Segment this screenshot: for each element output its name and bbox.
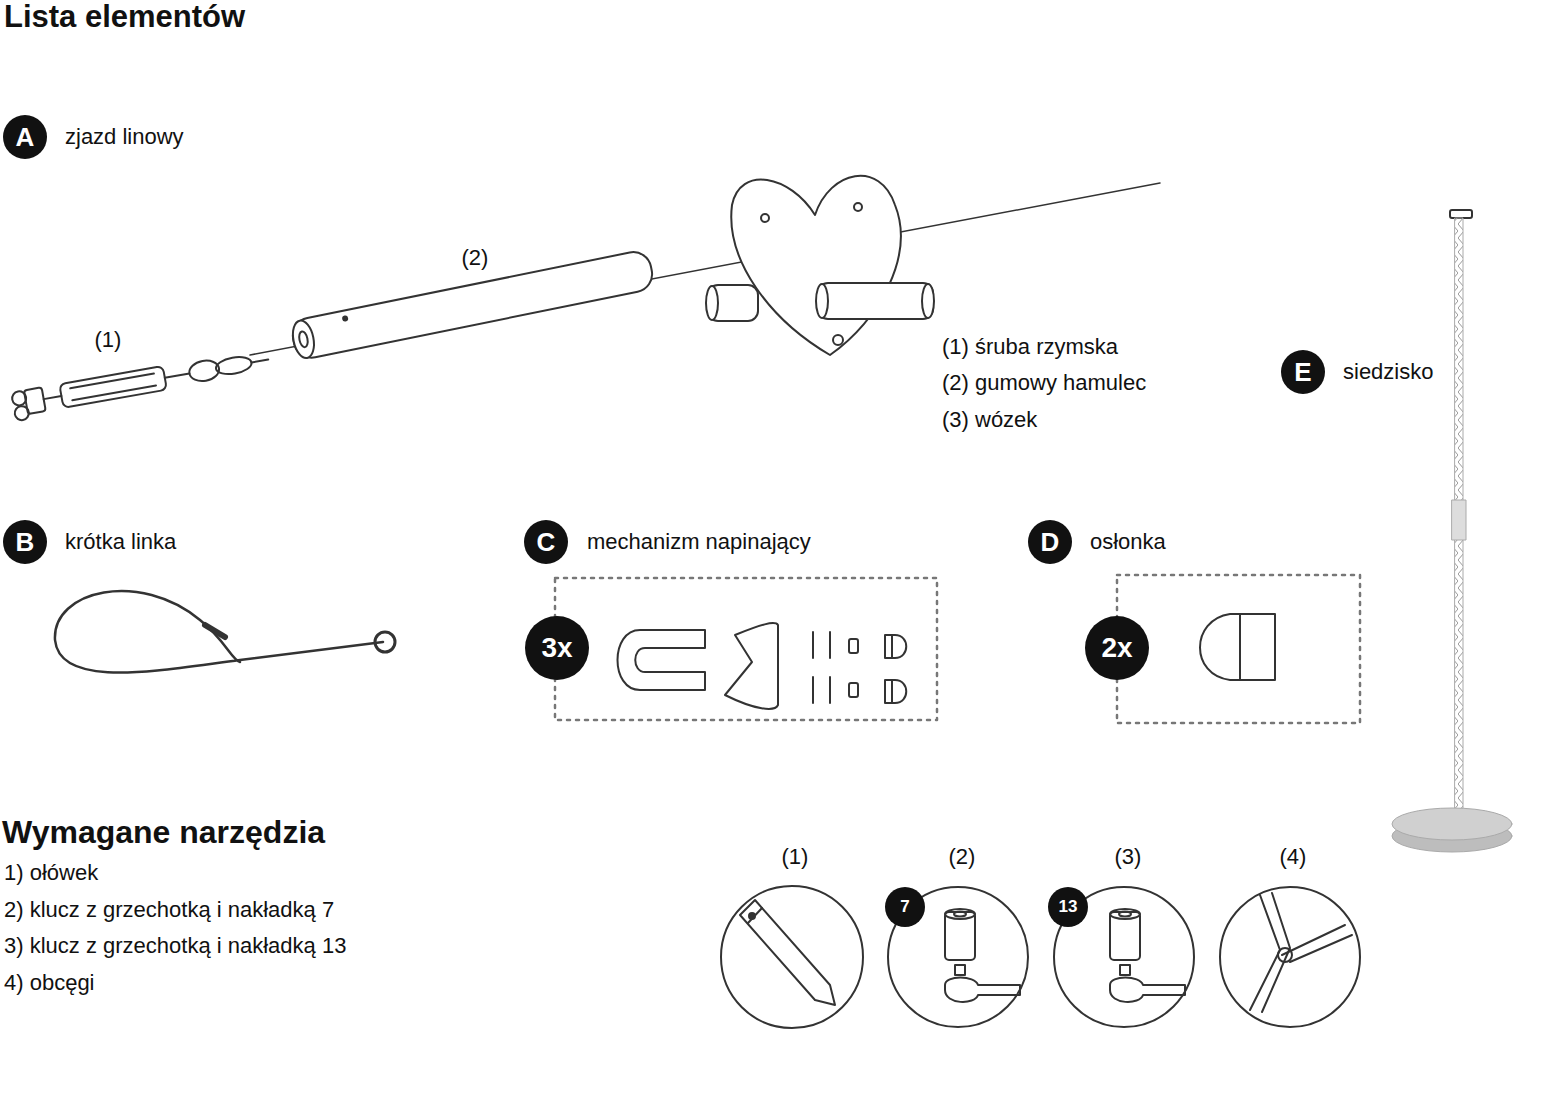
badge-text: 2x xyxy=(1101,632,1132,664)
callout-number: (1) xyxy=(782,845,809,869)
badge-text: C xyxy=(537,527,556,558)
socket-size-badge: 7 xyxy=(885,887,925,927)
tool-item: 2) klucz z grzechotką i nakładką 7 xyxy=(4,898,334,922)
badge-text: B xyxy=(16,527,35,558)
quantity-badge: 3x xyxy=(525,616,589,680)
tool-item: 3) klucz z grzechotką i nakładką 13 xyxy=(4,934,346,958)
section-title: krótka linka xyxy=(65,530,176,554)
tool-item: 1) ołówek xyxy=(4,861,98,885)
page-title: Lista elementów xyxy=(4,0,245,34)
socket-size-badge: 13 xyxy=(1048,887,1088,927)
section-title: siedzisko xyxy=(1343,360,1433,384)
section-title: mechanizm napinający xyxy=(587,530,811,554)
callout-number: (4) xyxy=(1280,845,1307,869)
badge-text: 7 xyxy=(900,897,909,917)
callout-number: (3) xyxy=(1115,845,1142,869)
part-name: (3) wózek xyxy=(942,408,1037,432)
part-letter-badge: B xyxy=(3,520,47,564)
tool-item: 4) obcęgi xyxy=(4,971,95,995)
section-title: osłonka xyxy=(1090,530,1166,554)
badge-text: 3x xyxy=(541,632,572,664)
section-title: zjazd linowy xyxy=(65,125,184,149)
badge-text: A xyxy=(16,122,35,153)
tools-heading: Wymagane narzędzia xyxy=(2,815,325,850)
callout-number: (2) xyxy=(949,845,976,869)
part-letter-badge: D xyxy=(1028,520,1072,564)
badge-text: E xyxy=(1294,357,1311,388)
badge-text: D xyxy=(1041,527,1060,558)
badge-text: 13 xyxy=(1059,897,1078,917)
part-letter-badge: A xyxy=(3,115,47,159)
part-letter-badge: C xyxy=(524,520,568,564)
part-name: (2) gumowy hamulec xyxy=(942,371,1146,395)
callout-number: (2) xyxy=(462,246,489,270)
part-name: (1) śruba rzymska xyxy=(942,335,1118,359)
callout-number: (1) xyxy=(95,328,122,352)
part-letter-badge: E xyxy=(1281,350,1325,394)
quantity-badge: 2x xyxy=(1085,616,1149,680)
